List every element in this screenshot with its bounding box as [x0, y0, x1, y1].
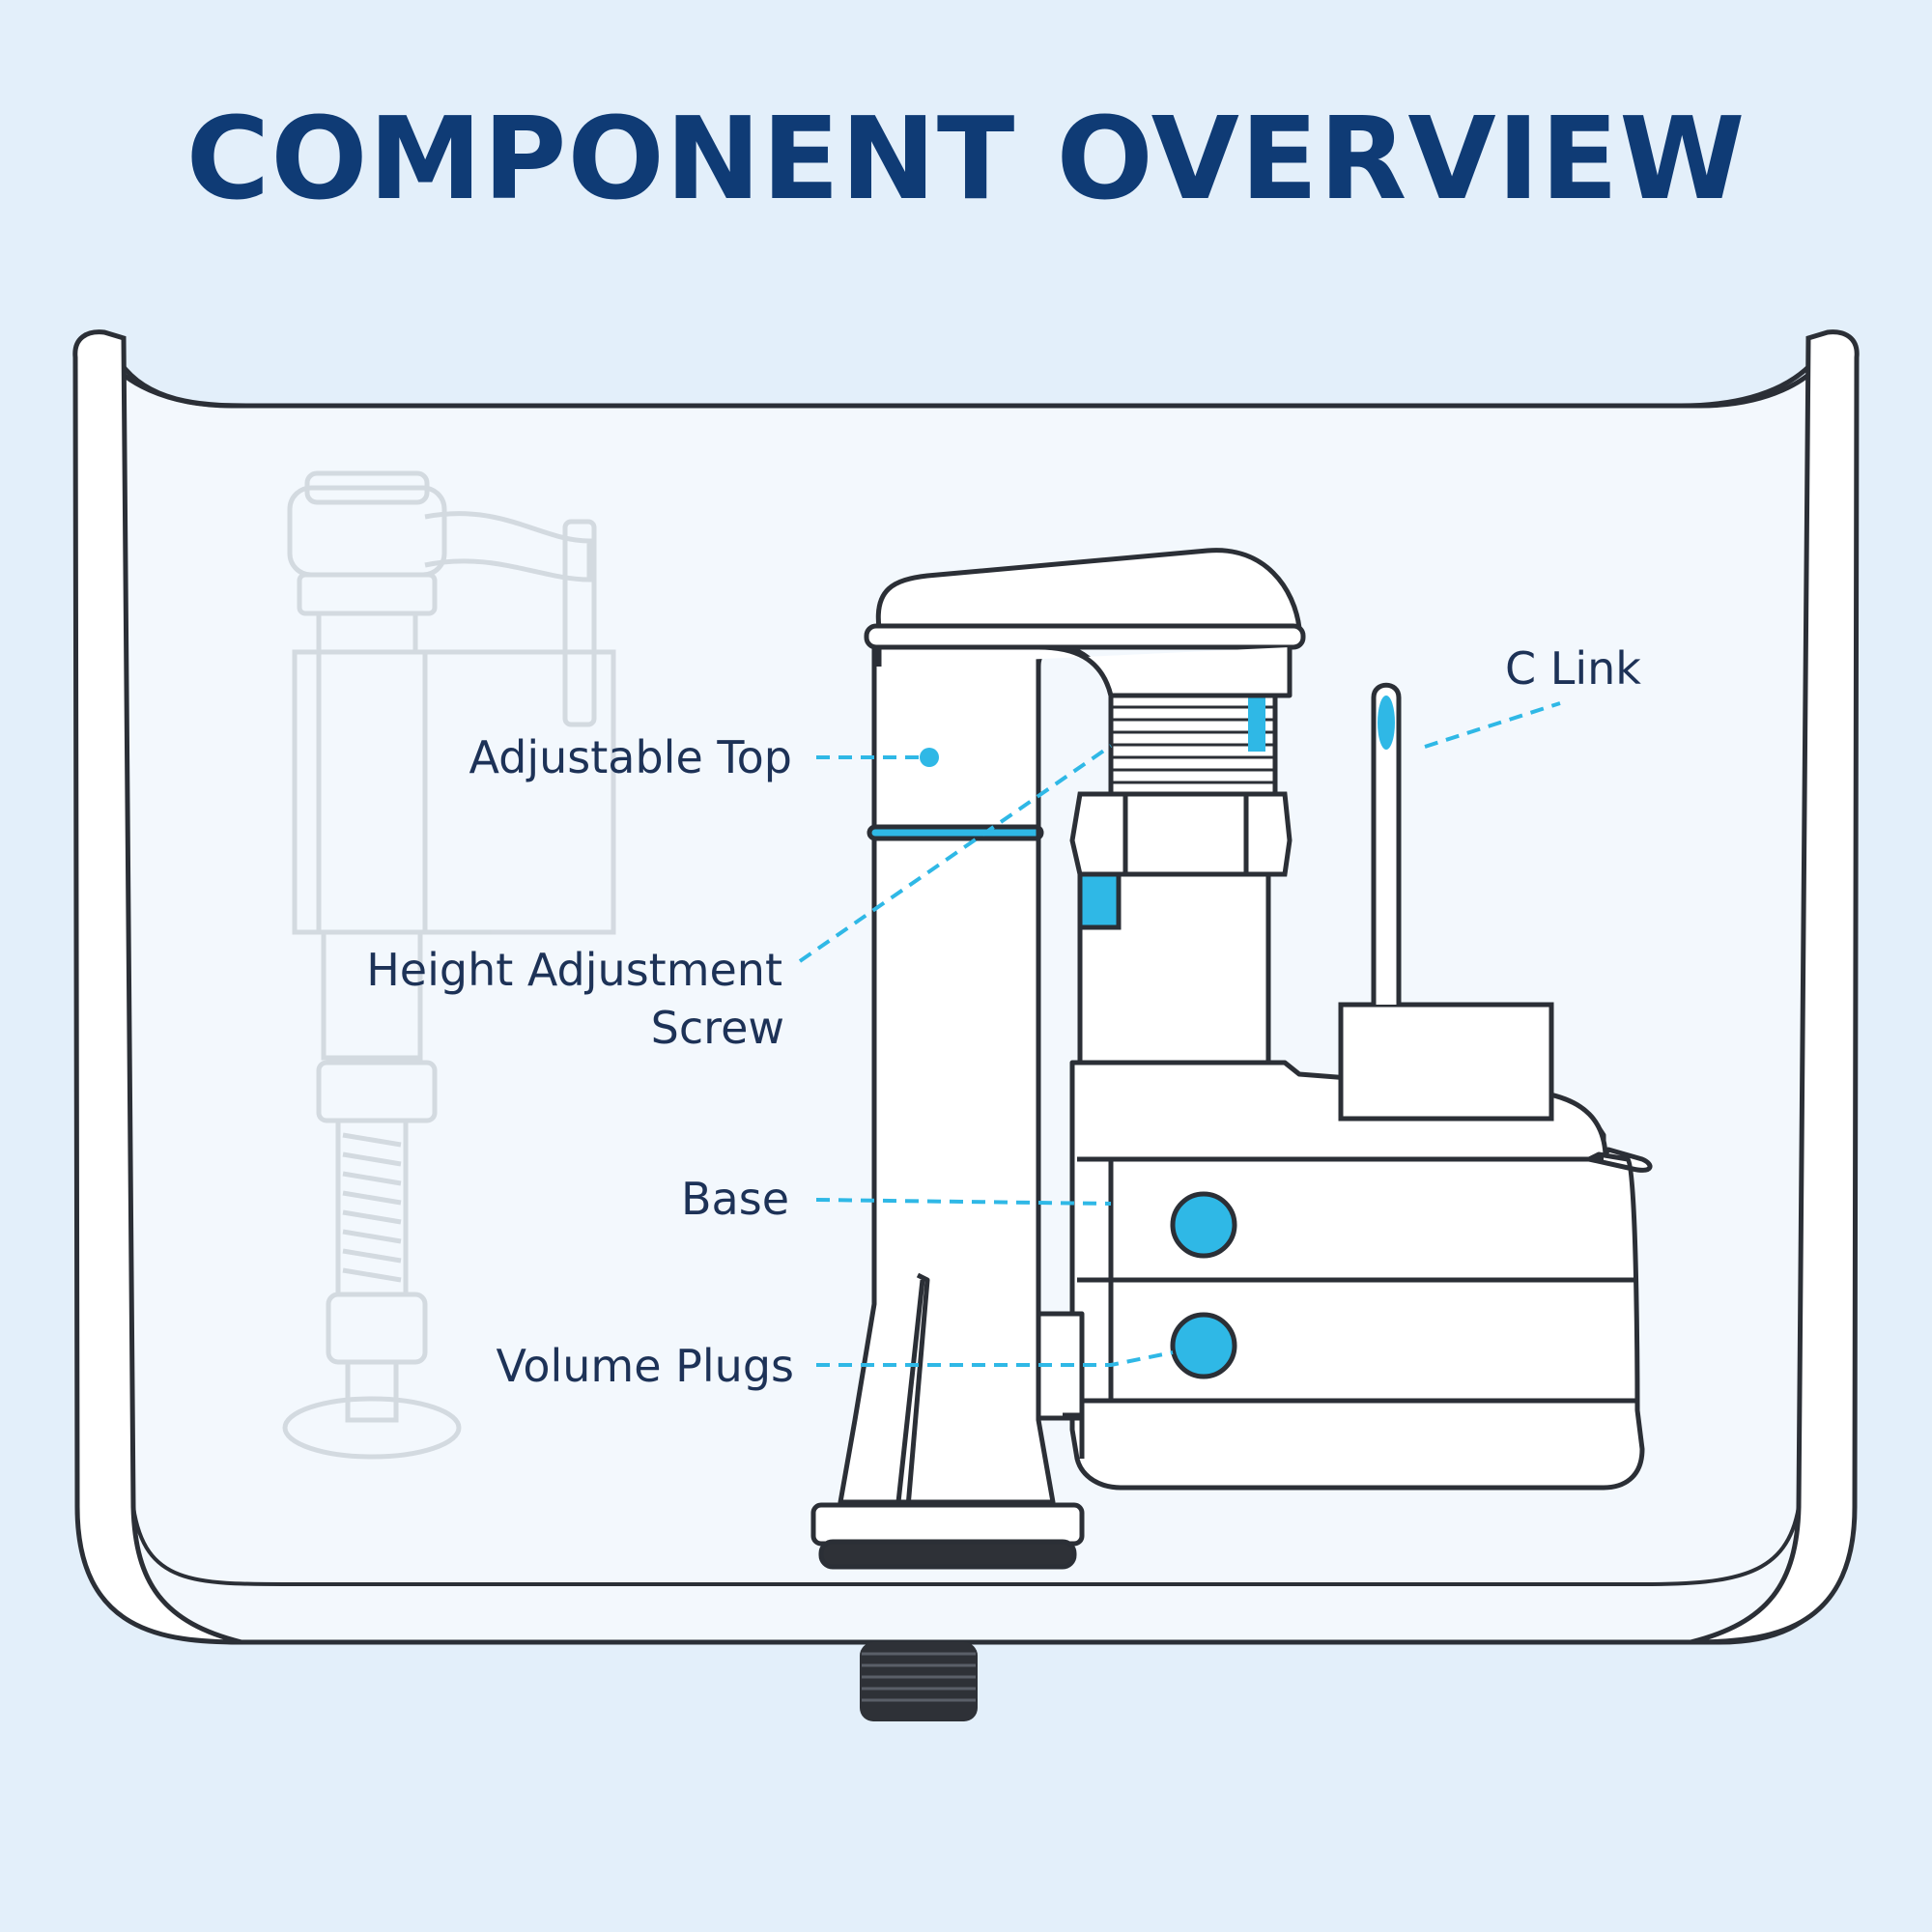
flush-valve: [1036, 1060, 1653, 1491]
label-volume-plugs: Volume Plugs: [496, 1340, 794, 1392]
fill-valve-ghost: [282, 470, 616, 1460]
page-title: COMPONENT OVERVIEW: [185, 92, 1747, 225]
c-link-highlight: [1378, 696, 1395, 750]
leader-c-link: [1424, 701, 1561, 749]
collar-highlight: [1077, 867, 1122, 930]
callout-lines: [798, 701, 1561, 1367]
overflow-tube: [810, 548, 1306, 1570]
leader-volume-plugs: [816, 1350, 1174, 1367]
leader-base: [815, 1198, 1112, 1206]
leader-height-screw: [798, 744, 1113, 963]
outlet-thread: [860, 1642, 978, 1721]
height-adjustment-assembly: [1069, 693, 1293, 1065]
leader-dot-icon: [920, 748, 939, 767]
label-base: Base: [681, 1173, 789, 1225]
label-c-link: C Link: [1505, 642, 1641, 695]
volume-plug-upper-icon: [1170, 1191, 1237, 1259]
c-link-assembly: [1338, 682, 1554, 1122]
label-height-adjustment-line2: Screw: [651, 1002, 784, 1054]
label-height-adjustment-line1: Height Adjustment: [366, 944, 782, 996]
volume-plug-lower-icon: [1170, 1312, 1237, 1379]
label-adjustable-top: Adjustable Top: [469, 731, 792, 783]
